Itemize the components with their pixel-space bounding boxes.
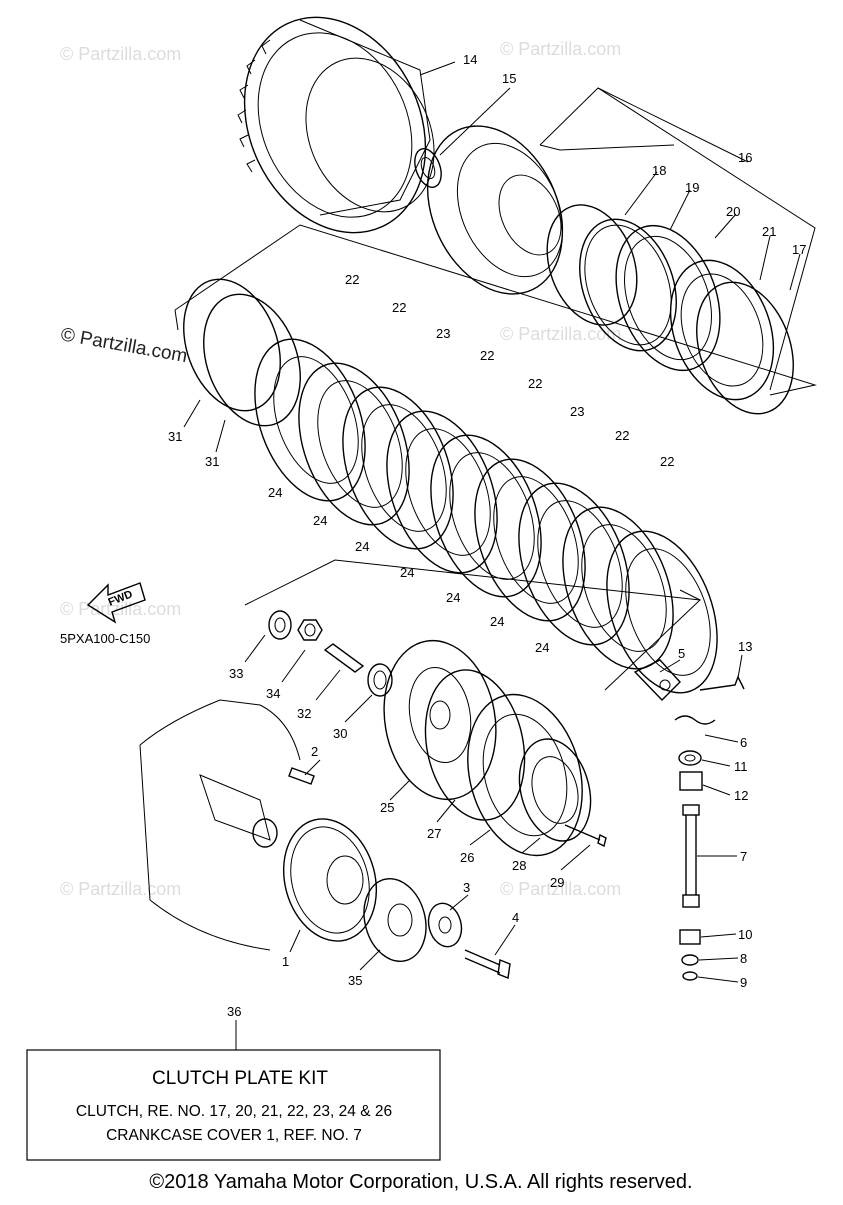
callout-22: 22 <box>480 348 494 363</box>
copyright-footer: ©2018 Yamaha Motor Corporation, U.S.A. A… <box>149 1171 692 1193</box>
washer-15 <box>414 148 442 188</box>
clutch-plate <box>518 482 630 646</box>
push-lever-assembly <box>633 659 745 981</box>
watermarks: © Partzilla.com © Partzilla.com © Partzi… <box>59 39 621 899</box>
callout-21: 21 <box>762 224 776 239</box>
callout-34: 34 <box>266 686 280 701</box>
callout-22: 22 <box>660 454 674 469</box>
callout-15: 15 <box>502 71 516 86</box>
kit-box-line-1: CLUTCH, RE. NO. 17, 20, 21, 22, 23, 24 &… <box>76 1103 392 1120</box>
callout-24: 24 <box>535 640 549 655</box>
kit-box-title: CLUTCH PLATE KIT <box>152 1068 328 1089</box>
callout-22: 22 <box>528 376 542 391</box>
callout-35: 35 <box>348 973 362 988</box>
watermark: © Partzilla.com <box>60 44 181 64</box>
clutch-plate <box>474 458 586 622</box>
clutch-plate-inner <box>449 452 535 580</box>
callouts: 14 15 16 17 18 19 20 21 22 22 23 22 22 2… <box>168 52 806 1019</box>
callout-28: 28 <box>512 858 526 873</box>
callout-5: 5 <box>678 646 685 661</box>
nut-parts <box>268 610 393 697</box>
callout-8: 8 <box>740 951 747 966</box>
callout-32: 32 <box>297 706 311 721</box>
watermark: © Partzilla.com <box>60 879 181 899</box>
callout-17: 17 <box>792 242 806 257</box>
callout-27: 27 <box>427 826 441 841</box>
callout-33: 33 <box>229 666 243 681</box>
clutch-plate-inner <box>493 476 579 604</box>
primary-gear <box>282 818 378 942</box>
kit-box-line-2: CRANKCASE COVER 1, REF. NO. 7 <box>106 1127 362 1144</box>
callout-36: 36 <box>227 1004 241 1019</box>
crankcase-shaft <box>139 699 315 951</box>
watermark: © Partzilla.com <box>500 879 621 899</box>
callout-29: 29 <box>550 875 564 890</box>
callout-22: 22 <box>615 428 629 443</box>
diagram-code: 5PXA100-C150 <box>60 631 150 646</box>
callout-31: 31 <box>168 429 182 444</box>
watermark: © Partzilla.com <box>500 324 621 344</box>
gear-35-washer-bolt <box>363 877 511 979</box>
callout-16: 16 <box>738 150 752 165</box>
callout-9: 9 <box>740 975 747 990</box>
kit-outline-lower <box>244 559 702 691</box>
callout-3: 3 <box>463 880 470 895</box>
clutch-plate <box>430 434 542 598</box>
clutch-plate <box>254 338 366 502</box>
rings-31 <box>183 278 301 427</box>
clutch-plate <box>342 386 454 550</box>
clutch-plate-inner <box>625 548 711 676</box>
callout-2: 2 <box>311 744 318 759</box>
callout-26: 26 <box>460 850 474 865</box>
callout-24: 24 <box>268 485 282 500</box>
callout-24: 24 <box>490 614 504 629</box>
callout-20: 20 <box>726 204 740 219</box>
kit-outline-upper <box>539 87 816 391</box>
callout-12: 12 <box>734 788 748 803</box>
clutch-plate-inner <box>537 500 623 628</box>
callout-19: 19 <box>685 180 699 195</box>
watermark-main: © Partzilla.com <box>59 324 189 367</box>
pressure-plate <box>383 639 497 801</box>
callout-22: 22 <box>345 272 359 287</box>
callout-13: 13 <box>738 639 752 654</box>
clutch-housing <box>237 16 435 234</box>
clutch-plate <box>386 410 498 574</box>
leader-lines <box>183 61 801 1050</box>
lower-plates <box>424 669 607 857</box>
clutch-plate <box>562 506 674 670</box>
callout-31: 31 <box>205 454 219 469</box>
clutch-plate <box>606 530 718 694</box>
plate-stack <box>254 338 718 694</box>
callout-10: 10 <box>738 927 752 942</box>
callout-11: 11 <box>734 759 748 774</box>
callout-22: 22 <box>392 300 406 315</box>
clutch-plate-inner <box>405 428 491 556</box>
clutch-plate <box>298 362 410 526</box>
plates-upper <box>615 224 794 415</box>
callout-6: 6 <box>740 735 747 750</box>
kit-outline-middle <box>174 224 817 601</box>
callout-25: 25 <box>380 800 394 815</box>
callout-23: 23 <box>570 404 584 419</box>
callout-1: 1 <box>282 954 289 969</box>
callout-18: 18 <box>652 163 666 178</box>
callout-14: 14 <box>463 52 477 67</box>
callout-24: 24 <box>313 513 327 528</box>
callout-30: 30 <box>333 726 347 741</box>
clutch-plate-inner <box>361 404 447 532</box>
callout-4: 4 <box>512 910 519 925</box>
clutch-plate-inner <box>273 356 359 484</box>
callout-24: 24 <box>355 539 369 554</box>
clutch-plate-inner <box>317 380 403 508</box>
callout-23: 23 <box>436 326 450 341</box>
callout-7: 7 <box>740 849 747 864</box>
kit-box: CLUTCH PLATE KIT CLUTCH, RE. NO. 17, 20,… <box>26 1049 441 1161</box>
watermark: © Partzilla.com <box>500 39 621 59</box>
callout-24: 24 <box>446 590 460 605</box>
callout-24: 24 <box>400 565 414 580</box>
